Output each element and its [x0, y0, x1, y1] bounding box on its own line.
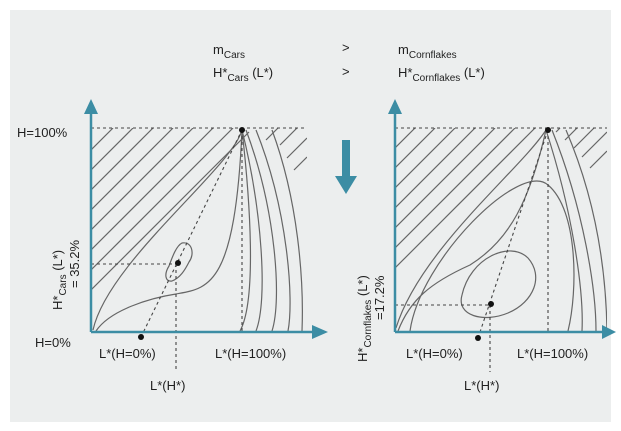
left-hatch-lines — [91, 128, 307, 291]
right-point-optimum — [488, 301, 494, 307]
header-row1-left: mCars — [213, 42, 245, 61]
left-y-bottom-label: H=0% — [35, 335, 71, 350]
right-y-axis-arrow-icon — [388, 99, 402, 114]
left-contour-tangent-low — [92, 129, 243, 331]
right-y-rotated-label: H*Cornflakes (L*) — [355, 275, 374, 362]
left-x-label-a: L*(H=0%) — [99, 346, 156, 361]
right-contour-curve-1 — [397, 129, 547, 332]
right-point-bottom — [475, 335, 481, 341]
header-row2-left: H*Cars (L*) — [213, 65, 273, 84]
left-panel: H=100% H=0% L*(H=0%) L*(H=100%) L*(H*) H… — [17, 99, 328, 393]
right-contour-loop-1 — [409, 180, 575, 332]
right-contour-tangent-low — [395, 129, 547, 329]
right-point-top — [545, 127, 551, 133]
right-contour-3 — [551, 129, 597, 332]
right-y-rotated-value: =17.2% — [372, 275, 387, 320]
left-x-label-b: L*(H=100%) — [215, 346, 286, 361]
left-contour-4 — [245, 129, 278, 332]
down-arrow-icon — [335, 140, 357, 194]
left-contour-5 — [255, 129, 291, 332]
left-axes — [84, 99, 328, 339]
right-optimum-ellipse — [460, 250, 537, 319]
right-x-label-optimum: L*(H*) — [464, 378, 499, 393]
header-row1-operator: > — [342, 40, 350, 55]
left-point-optimum — [175, 260, 181, 266]
right-axes — [388, 99, 616, 339]
background-panel — [10, 10, 611, 422]
left-y-rotated-label: H*Cars (L*) — [50, 250, 69, 310]
left-contour-loop-2 — [239, 129, 252, 332]
left-contour-6 — [271, 129, 303, 332]
right-x-axis-arrow-icon — [602, 325, 616, 339]
right-panel: L*(H=0%) L*(H=100%) L*(H*) H*Cornflakes … — [355, 99, 616, 393]
left-x-axis-arrow-icon — [312, 325, 328, 339]
left-y-top-label: H=100% — [17, 125, 68, 140]
header-row1-right: mCornflakes — [398, 42, 457, 61]
right-x-label-b: L*(H=100%) — [517, 346, 588, 361]
header-formula: mCars > mCornflakes H*Cars (L*) > H*Corn… — [213, 40, 485, 84]
left-x-label-optimum: L*(H*) — [150, 378, 185, 393]
right-hatch-lines — [395, 128, 607, 269]
left-y-rotated-value: = 35.2% — [67, 239, 82, 288]
left-contour-3 — [241, 129, 263, 332]
right-x-label-a: L*(H=0%) — [406, 346, 463, 361]
right-contour-4 — [565, 129, 607, 332]
right-contour-2 — [545, 129, 583, 332]
header-row2-operator: > — [342, 64, 350, 79]
left-contour-loop-1 — [95, 129, 243, 332]
left-y-axis-arrow-icon — [84, 99, 98, 114]
left-point-top — [239, 127, 245, 133]
left-guide-lines — [91, 127, 307, 372]
left-optimum-ellipse — [165, 242, 193, 282]
header-row2-right: H*Cornflakes (L*) — [398, 65, 485, 84]
left-point-bottom — [138, 334, 144, 340]
